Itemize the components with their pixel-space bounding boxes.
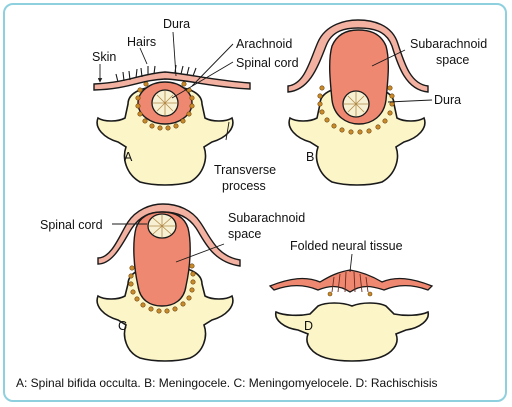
label-space-c: space bbox=[228, 227, 261, 241]
skin-arch-c bbox=[97, 203, 241, 267]
skin-band-a bbox=[93, 71, 251, 91]
label-arachnoid: Arachnoid bbox=[236, 37, 292, 51]
panel-label-d: D bbox=[304, 319, 313, 333]
label-dura-a: Dura bbox=[163, 17, 190, 31]
panel-b: Subarachnoid space Dura B bbox=[287, 19, 487, 186]
label-space-b: space bbox=[436, 53, 469, 67]
vertebra-a bbox=[96, 85, 234, 186]
panel-a: Skin Hairs Dura Arachnoid Spinal cord Tr… bbox=[92, 17, 299, 193]
spinal-cord-c bbox=[147, 213, 177, 239]
label-subarachnoid-b: Subarachnoid bbox=[410, 37, 487, 51]
meninges-sac-c bbox=[133, 211, 191, 307]
arachnoid-dots-a bbox=[135, 81, 195, 131]
figure-frame bbox=[3, 3, 507, 402]
hairs-a bbox=[115, 64, 197, 83]
label-spinal-cord-c: Spinal cord bbox=[40, 218, 103, 232]
panel-label-a: A bbox=[124, 150, 133, 164]
arachnoid-dots-d bbox=[327, 291, 373, 297]
label-subarachnoid-c: Subarachnoid bbox=[228, 211, 305, 225]
label-dura-b: Dura bbox=[434, 93, 461, 107]
vertebra-d bbox=[274, 302, 430, 362]
arachnoid-dots-b bbox=[317, 85, 395, 135]
folded-neural-tissue bbox=[268, 269, 434, 293]
spinal-cord-a bbox=[151, 89, 179, 117]
spinal-cord-b bbox=[342, 90, 370, 118]
label-process: process bbox=[222, 179, 266, 193]
panel-label-c: C bbox=[118, 319, 127, 333]
label-folded-neural: Folded neural tissue bbox=[290, 239, 403, 253]
panel-c: Spinal cord Subarachnoid space C bbox=[40, 203, 305, 362]
skin-arch-b bbox=[287, 19, 429, 93]
panel-label-b: B bbox=[306, 150, 314, 164]
label-skin: Skin bbox=[92, 50, 116, 64]
label-spinal-cord-b: Spinal cord bbox=[236, 56, 299, 70]
panel-d: Folded neural tissue D bbox=[268, 239, 434, 362]
neural-folds bbox=[331, 271, 369, 293]
label-transverse: Transverse bbox=[214, 163, 276, 177]
arachnoid-dots-c bbox=[128, 263, 196, 314]
figure-caption: A: Spinal bifida occulta. B: Meningocele… bbox=[16, 376, 438, 390]
label-hairs: Hairs bbox=[127, 35, 156, 49]
